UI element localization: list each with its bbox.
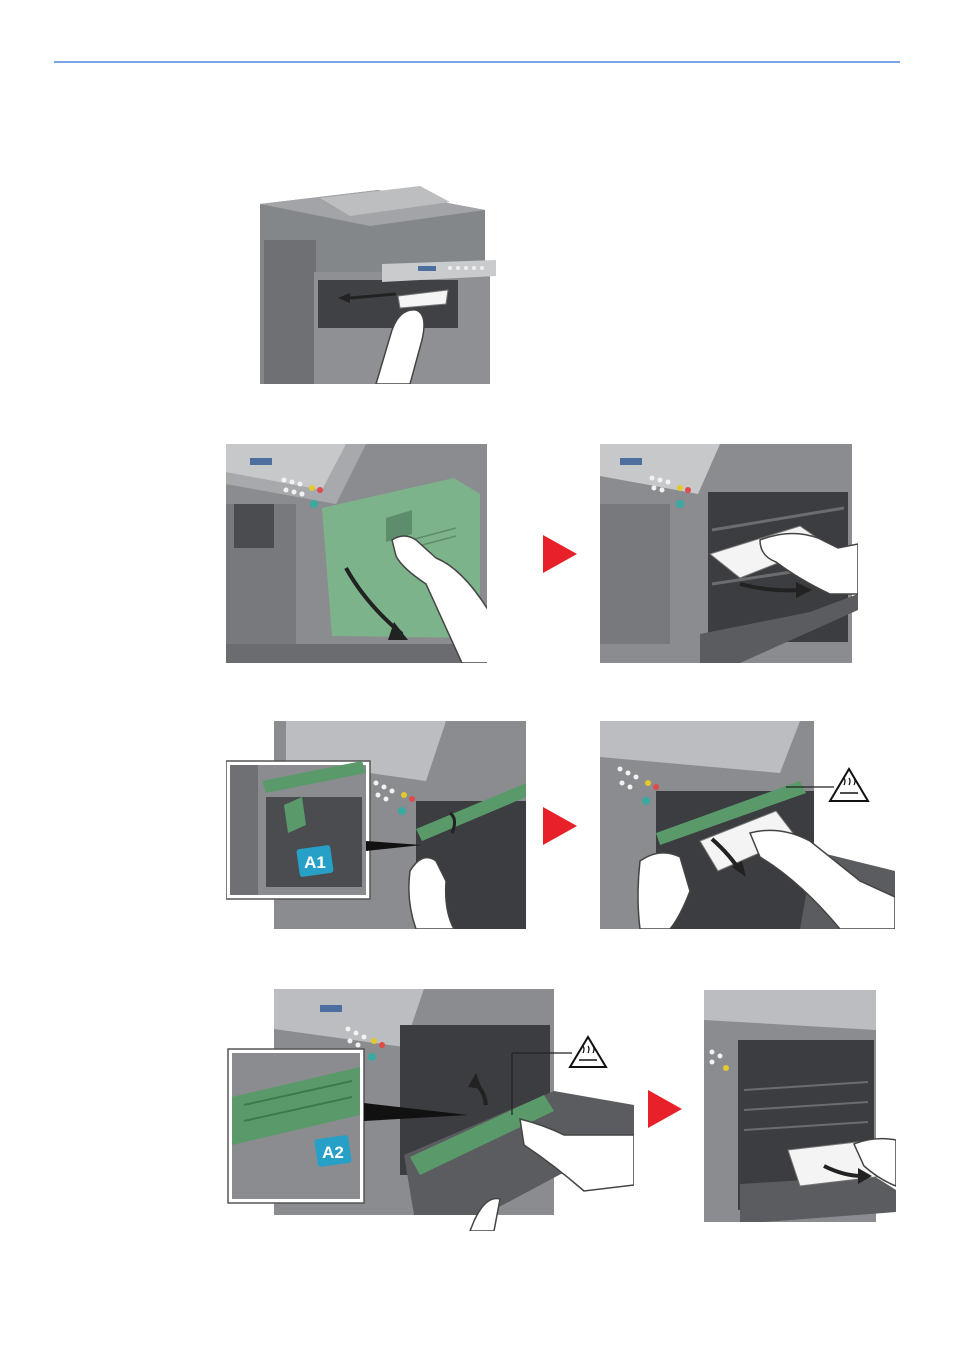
- header-rule: [54, 61, 900, 63]
- illustration-pull-paper-bottom: [704, 990, 896, 1222]
- step-arrow-icon: [543, 807, 577, 850]
- illustration-cover-a2: A2: [224, 985, 634, 1231]
- hot-surface-warning-icon: [570, 1037, 606, 1067]
- illustration-lever-a1: A1: [226, 721, 526, 929]
- illustration-open-right-cover: [226, 444, 487, 663]
- callout-a2: A2: [322, 1143, 344, 1162]
- illustration-remove-paper-hot: [600, 721, 895, 929]
- step-arrow-icon: [648, 1090, 682, 1133]
- hot-surface-warning-icon: [830, 769, 868, 801]
- step-arrow-icon: [543, 535, 577, 578]
- illustration-pull-paper: [600, 444, 858, 663]
- illustration-output-tray: [250, 180, 496, 384]
- callout-a1: A1: [304, 853, 326, 872]
